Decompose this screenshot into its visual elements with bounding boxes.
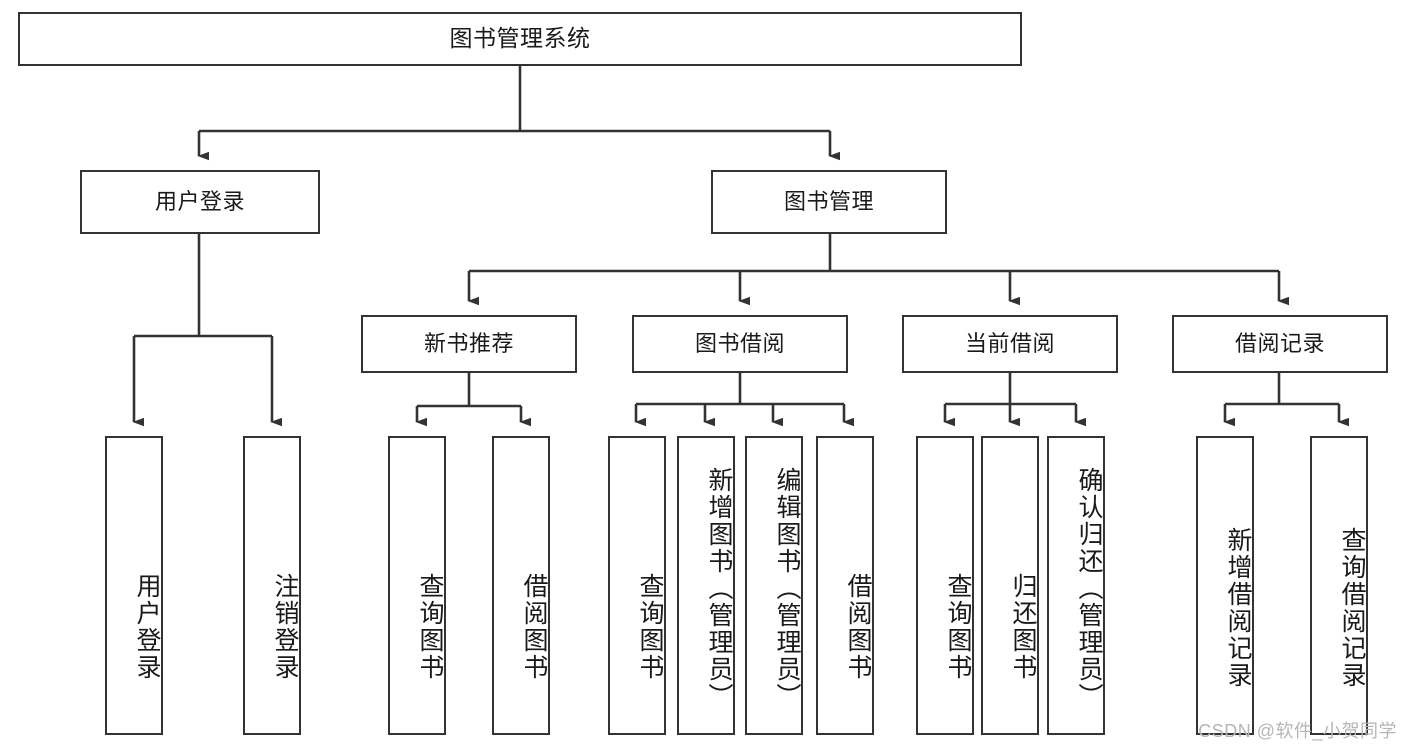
- node-leaf-query-book-3[interactable]: 查询图书: [916, 436, 974, 735]
- node-new-book-recommend-label: 新书推荐: [423, 331, 514, 357]
- node-leaf-user-login-label: 用户登录: [133, 573, 161, 681]
- node-leaf-query-record[interactable]: 查询借阅记录: [1310, 436, 1368, 735]
- node-book-borrow-label: 图书借阅: [694, 331, 785, 357]
- node-root-system-label: 图书管理系统: [449, 25, 591, 52]
- node-leaf-confirm-return-label: 确认归还（管理员）: [1075, 467, 1103, 710]
- node-leaf-logout-login-label: 注销登录: [271, 573, 299, 681]
- node-root-system[interactable]: 图书管理系统: [18, 12, 1022, 66]
- node-new-book-recommend[interactable]: 新书推荐: [361, 315, 577, 373]
- node-book-management[interactable]: 图书管理: [711, 170, 947, 234]
- watermark-text: CSDN @软件_小贺同学: [1198, 721, 1397, 741]
- node-leaf-edit-book[interactable]: 编辑图书（管理员）: [745, 436, 803, 735]
- node-leaf-user-login[interactable]: 用户登录: [105, 436, 163, 735]
- node-leaf-return-book-label: 归还图书: [1009, 573, 1037, 681]
- node-borrow-record[interactable]: 借阅记录: [1172, 315, 1388, 373]
- node-user-login-label: 用户登录: [154, 189, 245, 215]
- node-book-management-label: 图书管理: [783, 189, 874, 215]
- node-leaf-query-book-1[interactable]: 查询图书: [388, 436, 446, 735]
- node-current-borrow-label: 当前借阅: [964, 331, 1055, 357]
- node-leaf-borrow-book-2-label: 借阅图书: [844, 573, 872, 681]
- node-leaf-logout-login[interactable]: 注销登录: [243, 436, 301, 735]
- node-book-borrow[interactable]: 图书借阅: [632, 315, 848, 373]
- node-leaf-confirm-return[interactable]: 确认归还（管理员）: [1047, 436, 1105, 735]
- node-leaf-add-book[interactable]: 新增图书（管理员）: [677, 436, 735, 735]
- node-leaf-query-book-2-label: 查询图书: [636, 573, 664, 681]
- node-leaf-edit-book-label: 编辑图书（管理员）: [773, 467, 801, 710]
- node-leaf-add-record[interactable]: 新增借阅记录: [1196, 436, 1254, 735]
- node-leaf-query-book-1-label: 查询图书: [416, 573, 444, 681]
- node-leaf-add-book-label: 新增图书（管理员）: [705, 467, 733, 710]
- node-leaf-add-record-label: 新增借阅记录: [1224, 527, 1252, 689]
- node-leaf-query-book-3-label: 查询图书: [944, 573, 972, 681]
- node-leaf-borrow-book-1[interactable]: 借阅图书: [492, 436, 550, 735]
- node-user-login[interactable]: 用户登录: [80, 170, 320, 234]
- node-borrow-record-label: 借阅记录: [1234, 331, 1325, 357]
- node-current-borrow[interactable]: 当前借阅: [902, 315, 1118, 373]
- node-leaf-return-book[interactable]: 归还图书: [981, 436, 1039, 735]
- node-leaf-borrow-book-2[interactable]: 借阅图书: [816, 436, 874, 735]
- node-leaf-query-book-2[interactable]: 查询图书: [608, 436, 666, 735]
- node-leaf-query-record-label: 查询借阅记录: [1338, 527, 1366, 689]
- node-leaf-borrow-book-1-label: 借阅图书: [520, 573, 548, 681]
